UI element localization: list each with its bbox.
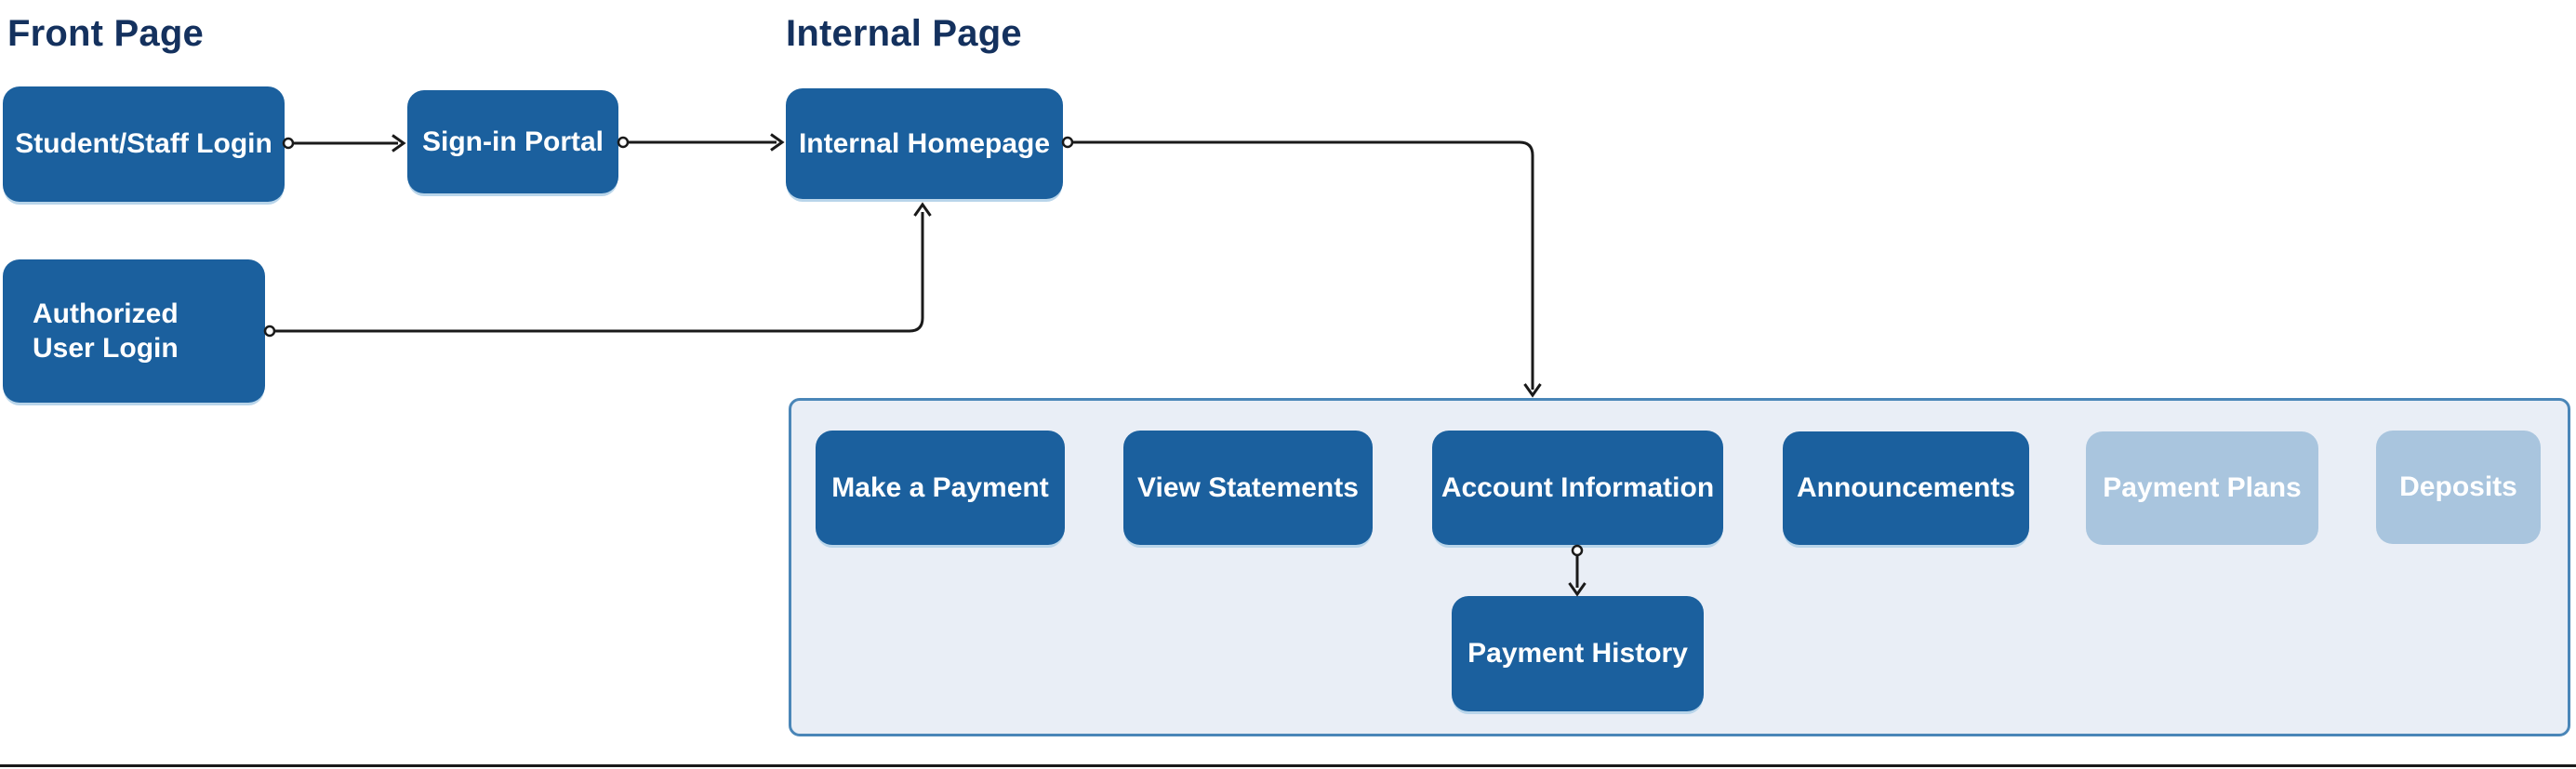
node-make-a-payment[interactable]: Make a Payment <box>816 431 1065 545</box>
node-internal-homepage[interactable]: Internal Homepage <box>786 88 1063 199</box>
node-announcements[interactable]: Announcements <box>1783 431 2029 545</box>
front-page-heading: Front Page <box>7 13 204 54</box>
node-payment-history[interactable]: Payment History <box>1452 596 1704 711</box>
internal-page-heading: Internal Page <box>786 13 1022 54</box>
connector-internal-homepage-to-internal-section <box>1061 136 1542 398</box>
bottom-divider-line <box>0 764 2576 767</box>
node-view-statements[interactable]: View Statements <box>1123 431 1373 545</box>
node-payment-plans[interactable]: Payment Plans <box>2086 431 2318 545</box>
node-account-information[interactable]: Account Information <box>1432 431 1723 545</box>
connector-authorized-user-login-to-internal-homepage <box>263 202 932 338</box>
connector-student-staff-login-to-sign-in-portal <box>282 134 406 152</box>
node-deposits[interactable]: Deposits <box>2376 431 2541 544</box>
node-authorized-user-login[interactable]: Authorized User Login <box>3 259 265 403</box>
node-student-staff-login[interactable]: Student/Staff Login <box>3 86 285 202</box>
node-sign-in-portal[interactable]: Sign-in Portal <box>407 90 618 193</box>
connector-sign-in-portal-to-internal-homepage <box>617 133 785 152</box>
